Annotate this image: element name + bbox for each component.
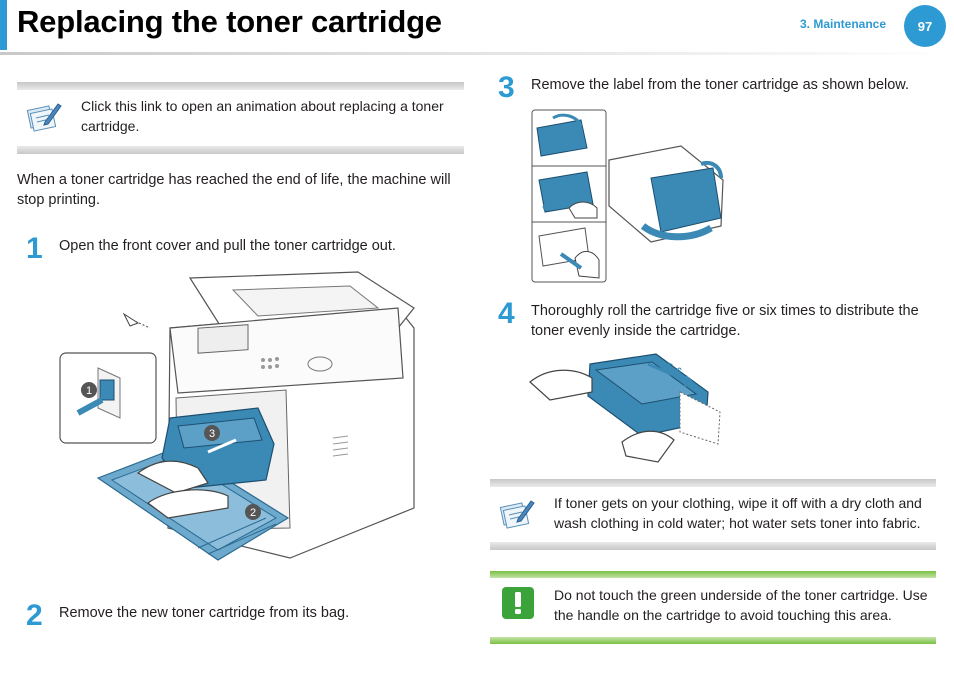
note-pencil-icon	[26, 100, 63, 132]
page-title: Replacing the toner cartridge	[17, 4, 442, 39]
remove-label-illustration	[531, 108, 731, 283]
animation-link-note[interactable]: Click this link to open an animation abo…	[17, 82, 464, 154]
step-4-number: 4	[498, 297, 515, 330]
toner-clothing-text: If toner gets on your clothing, wipe it …	[554, 495, 922, 531]
animation-link-text[interactable]: Click this link to open an animation abo…	[81, 98, 444, 134]
step-2-text: Remove the new toner cartridge from its …	[59, 605, 350, 621]
callout-1: 1	[86, 385, 92, 397]
page-number-badge: 97	[904, 5, 946, 47]
step-4-text: Thoroughly roll the cartridge five or si…	[531, 303, 919, 339]
toner-clothing-note: If toner gets on your clothing, wipe it …	[490, 479, 936, 550]
step-1-text: Open the front cover and pull the toner …	[59, 238, 396, 254]
warning-text: Do not touch the green underside of the …	[554, 587, 928, 623]
step-3-text: Remove the label from the toner cartridg…	[531, 77, 910, 93]
callout-2: 2	[250, 507, 256, 519]
header-rule	[0, 52, 954, 55]
note-pencil-icon	[499, 497, 536, 529]
step-1-number: 1	[26, 232, 43, 265]
callout-3: 3	[209, 428, 215, 440]
green-underside-warning: Do not touch the green underside of the …	[490, 571, 936, 644]
intro-paragraph: When a toner cartridge has reached the e…	[17, 172, 451, 208]
section-label: 3. Maintenance	[800, 17, 887, 31]
printer-toner-removal-illustration: 3 2 1	[58, 268, 418, 568]
exclamation-icon	[502, 587, 534, 619]
step-2-number: 2	[26, 599, 43, 632]
roll-cartridge-illustration: 5~6	[529, 352, 730, 463]
header-accent-bar	[0, 0, 7, 50]
step-3-number: 3	[498, 71, 515, 104]
